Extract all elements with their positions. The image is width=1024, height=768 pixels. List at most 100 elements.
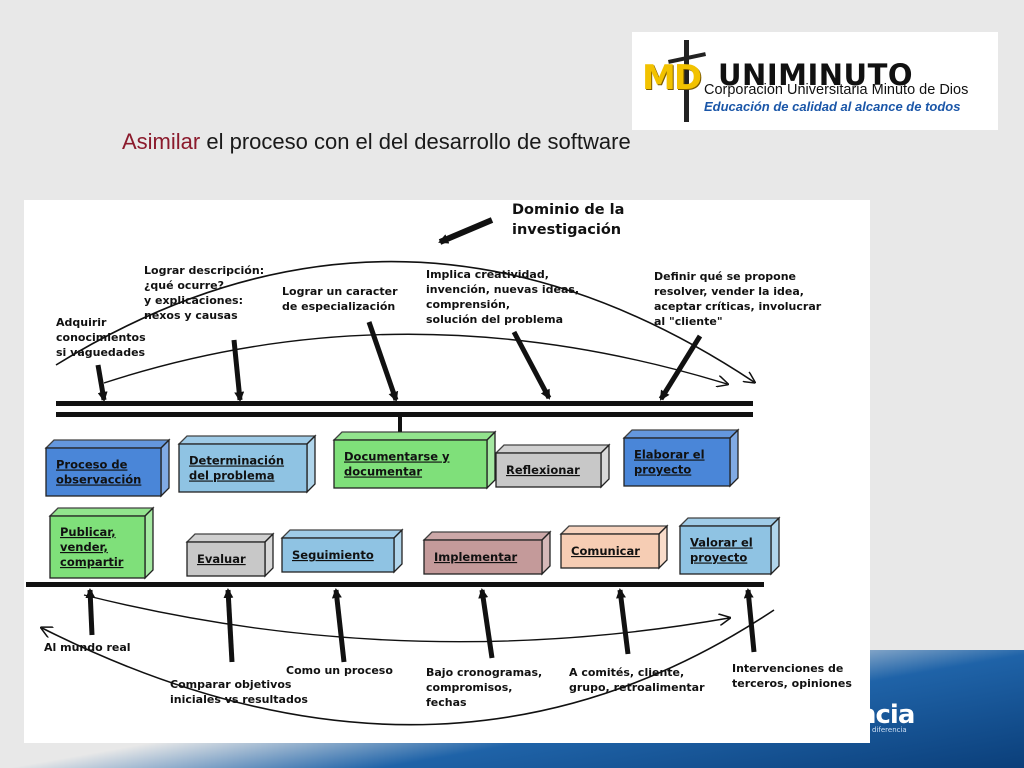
top-box-4-front	[495, 452, 602, 488]
bottom-box-6-side	[770, 516, 780, 576]
domain-label: Dominio de la	[512, 202, 624, 218]
bottom-label-4: fechas	[426, 696, 467, 709]
top-label-5: al "cliente"	[654, 315, 723, 328]
bottom-box-4: Implementar	[422, 530, 552, 576]
top-label-1: si vaguedades	[56, 346, 146, 359]
bottom-box-5-label: Comunicar	[571, 544, 640, 558]
bottom-label-1: Al mundo real	[44, 641, 131, 654]
bottom-label-4: Bajo cronogramas,	[426, 666, 542, 679]
top-box-5-label: proyecto	[634, 463, 691, 477]
bottom-label-4: compromisos,	[426, 681, 512, 694]
logo-md: MD	[642, 58, 702, 98]
top-label-2: y explicaciones:	[144, 294, 243, 307]
top-arrow-1	[95, 364, 108, 402]
top-label-4: comprensión,	[426, 298, 510, 311]
top-box-1-label: observacción	[56, 473, 141, 487]
bottom-box-1-label: Publicar,	[60, 525, 116, 539]
bottom-box-3-side	[393, 528, 403, 574]
top-label-1: conocimientos	[56, 331, 146, 344]
top-arrow-4	[511, 330, 552, 400]
bottom-box-1: Publicar,vender,compartir	[48, 506, 155, 580]
bottom-box-2-front	[186, 541, 266, 577]
bottom-box-1-front	[49, 515, 146, 579]
bottom-arrow-5	[616, 588, 631, 655]
bottom-label-2: Comparar objetivos	[170, 678, 292, 691]
bottom-box-1-top	[48, 507, 155, 517]
top-box-5-side	[729, 428, 739, 488]
top-box-5-front	[623, 437, 731, 487]
top-box-1-front	[45, 447, 162, 497]
bottom-box-6-front	[679, 525, 772, 575]
top-inner-arc	[103, 333, 727, 384]
bottom-box-4-front	[423, 539, 543, 575]
top-arrow-2	[231, 339, 245, 402]
top-box-1-label: Proceso de	[56, 458, 128, 472]
top-box-5-label: Elaborar el	[634, 448, 705, 462]
top-label-3: de especialización	[282, 300, 395, 313]
top-label-4: invención, nuevas ideas,	[426, 283, 579, 296]
bottom-label-5: grupo, retroalimentar	[569, 681, 705, 694]
top-box-2-side	[306, 434, 316, 494]
title-highlight: Asimilar	[122, 129, 201, 154]
top-label-5: resolver, vender la idea,	[654, 285, 804, 298]
top-label-5: Definir qué se propone	[654, 270, 796, 283]
top-label-2: nexos y causas	[144, 309, 238, 322]
bottom-box-4-top	[422, 531, 552, 541]
bottom-box-1-label: compartir	[60, 555, 124, 569]
domain-label: investigación	[512, 222, 621, 238]
logo-corporation: Corporación Universitaria Minuto de Dios	[704, 82, 969, 98]
top-label-4: solución del problema	[426, 313, 563, 326]
top-outer-arc	[55, 260, 754, 382]
top-box-3-label: documentar	[344, 465, 422, 479]
top-box-2-front	[178, 443, 308, 493]
bottom-label-3: Como un proceso	[286, 664, 393, 677]
top-box-4: Reflexionar	[494, 443, 611, 489]
domain-arrow	[438, 217, 494, 245]
top-label-2: Lograr descripción:	[144, 264, 264, 277]
top-label-5: aceptar críticas, involucrar	[654, 300, 822, 313]
top-box-3-side	[486, 430, 496, 490]
bottom-box-5-top	[559, 525, 669, 535]
bottom-box-2-top	[185, 533, 275, 543]
top-bar-lower	[56, 412, 753, 417]
bottom-label-2: iniciales vs resultados	[170, 693, 308, 706]
bottom-inner-arc	[83, 594, 729, 643]
bottom-box-5: Comunicar	[559, 524, 669, 570]
bottom-arrow-6	[743, 588, 757, 653]
top-box-5-top	[622, 429, 740, 439]
top-arrow-3	[366, 321, 399, 402]
logo-slogan: Educación de calidad al alcance de todos	[704, 99, 961, 114]
bottom-arrow-3	[331, 588, 347, 663]
top-box-4-side	[600, 443, 610, 489]
bottom-box-5-front	[560, 533, 660, 569]
top-label-4: Implica creatividad,	[426, 268, 549, 281]
bottom-box-3: Seguimiento	[280, 528, 404, 574]
bottom-box-2-side	[264, 532, 274, 578]
bottom-box-2-label: Evaluar	[197, 552, 246, 566]
top-box-3-front	[333, 439, 488, 489]
logo-cross-icon	[684, 40, 689, 122]
top-box-4-label: Reflexionar	[506, 463, 580, 477]
bar-connector	[398, 414, 402, 432]
top-box-4-top	[494, 444, 611, 454]
bottom-arrow-1	[85, 588, 96, 636]
bottom-box-4-label: Implementar	[434, 550, 517, 564]
bottom-outer-arc	[42, 609, 775, 726]
bottom-arrow-2	[223, 588, 235, 663]
top-box-3-top	[332, 431, 497, 441]
top-box-3-label: Documentarse y	[344, 450, 450, 464]
top-box-2-top	[177, 435, 317, 445]
bottom-box-4-side	[541, 530, 551, 576]
bottom-bar	[26, 582, 764, 587]
uniminuto-logo: MD UNIMINUTO Corporación Universitaria M…	[632, 32, 998, 130]
top-arrow-5	[658, 334, 703, 401]
top-label-1: Adquirir	[56, 316, 107, 329]
